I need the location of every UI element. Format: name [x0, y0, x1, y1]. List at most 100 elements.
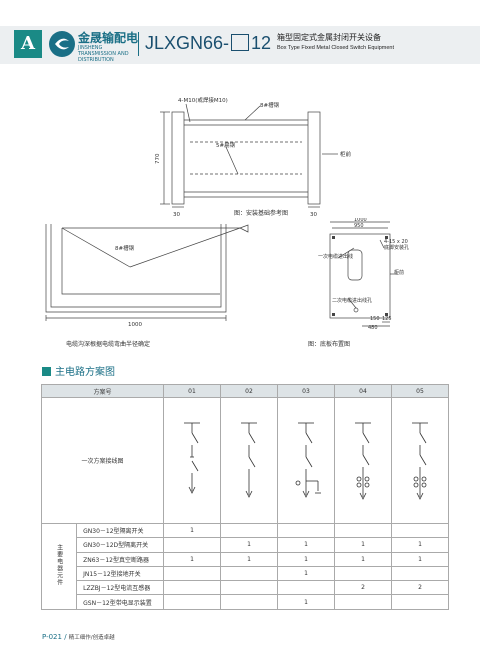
product-title: 箱型固定式金属封闭开关设备	[277, 33, 381, 42]
label-secondary: 二次电缆进出线孔	[332, 297, 372, 304]
label-holes: 4-15 x 20	[384, 239, 408, 245]
diagram-05	[391, 397, 449, 524]
model-number: JLXGN66-12	[145, 33, 272, 53]
row-name: LZZBJ－12型电流互感器	[76, 580, 164, 596]
diagram-01	[163, 397, 221, 524]
table-cell	[220, 522, 278, 539]
table-cell: 1	[163, 551, 221, 567]
section-title: 主电路方案图	[42, 363, 115, 378]
dim-30a: 30	[173, 212, 180, 218]
table-cell: 1	[220, 537, 278, 553]
row-name: GN30－12型隔离开关	[76, 522, 164, 539]
table-cell	[220, 594, 278, 610]
product-title-en: Box Type Fixed Metal Closed Switch Equip…	[277, 45, 394, 51]
diagram-row-label: 一次方案接线图	[41, 397, 164, 524]
table-cell	[277, 580, 335, 596]
floor-plan-drawing: 1000 950 4-15 x 20 底脚安装孔 一次电缆进出线 柜前 二次电缆…	[318, 218, 409, 330]
section-marker-icon	[42, 367, 51, 376]
header-separator	[138, 32, 139, 56]
table-cell: 1	[334, 537, 392, 553]
model-placeholder-box	[231, 34, 250, 51]
category-label: 主要电器元件	[55, 544, 63, 587]
table-cell: 2	[391, 580, 449, 596]
page-header: A 金晟输配电 JINSHENG TRANSMISSION AND DISTRI…	[0, 0, 480, 70]
row-name: GSN－12型带电显示装置	[76, 594, 164, 610]
category-cell: 主要电器元件	[40, 523, 78, 610]
table-cell: 1	[391, 537, 449, 553]
table-cell	[163, 580, 221, 596]
table-cell: 1	[163, 522, 221, 539]
table-cell	[163, 565, 221, 582]
cable-trench-drawing: 8#槽钢 1000	[45, 224, 249, 327]
col-01: 01	[163, 384, 221, 398]
table-cell	[277, 522, 335, 539]
diagram-row: 一次方案接线图	[41, 397, 449, 524]
table-cell	[163, 594, 221, 610]
section-letter: A	[14, 30, 42, 58]
table-cell: 1	[277, 537, 335, 553]
circuit-03-icon	[295, 422, 321, 498]
table-cell: 1	[334, 551, 392, 567]
table-cell: 1	[220, 551, 278, 567]
foundation-drawing: 4-M10(或焊接M10) 8#槽钢 5#扁钢 柜前 770 30 30	[155, 96, 352, 218]
col-04: 04	[334, 384, 392, 398]
col-02: 02	[220, 384, 278, 398]
table-cell: 1	[277, 565, 335, 582]
cable-label: 8#槽钢	[115, 244, 135, 252]
table-row: GSN－12型带电显示装置 1	[42, 594, 449, 610]
label-bolt: 4-M10(或焊接M10)	[178, 96, 228, 104]
dim-125: 125	[382, 316, 392, 322]
col-03: 03	[277, 384, 335, 398]
table-cell: 2	[334, 580, 392, 596]
label-front: 柜前	[340, 150, 352, 158]
table-cell: 1	[391, 551, 449, 567]
footer-slogan: 精工细作/创造卓越	[68, 635, 115, 641]
header-band	[0, 26, 480, 64]
label-flat-steel: 5#扁钢	[216, 141, 236, 149]
row-name: ZN63－12型真空断路器	[76, 551, 164, 567]
row-name: JN15－12型接地开关	[76, 565, 164, 582]
label-front: 柜前	[394, 269, 404, 276]
dim-30b: 30	[310, 212, 317, 218]
table-cell	[334, 565, 392, 582]
table-cell: 1	[277, 551, 335, 567]
diagram-04	[334, 397, 392, 524]
brand-logo-icon	[49, 31, 75, 57]
diagram-03	[277, 397, 335, 524]
page-footer: P-021 / 精工细作/创造卓越	[42, 633, 115, 641]
table-cell	[334, 522, 392, 539]
table-cell	[391, 565, 449, 582]
dim-950: 950	[354, 223, 364, 229]
table-cell	[391, 594, 449, 610]
table-cell: 1	[277, 594, 335, 610]
circuit-02-icon	[241, 422, 257, 498]
col-05: 05	[391, 384, 449, 398]
circuit-04-icon	[355, 422, 371, 500]
scheme-table: 方案号 01 02 03 04 05 一次方案接线图 主要电器元件 GN30－1…	[40, 384, 449, 610]
brand-name: 金晟输配电	[78, 31, 139, 45]
row-name: GN30－12D型隔离开关	[76, 537, 164, 553]
header-label: 方案号	[41, 384, 164, 398]
dim-480: 480	[368, 325, 378, 330]
table-row: 主要电器元件 GN30－12型隔离开关 1	[40, 522, 449, 610]
label-channel: 8#槽钢	[260, 101, 280, 109]
cable-dim: 1000	[128, 322, 142, 327]
diagram-02	[220, 397, 278, 524]
page-number: P-021	[42, 633, 62, 641]
table-cell	[220, 565, 278, 582]
dim-150: 150	[370, 316, 380, 322]
table-header-row: 方案号 01 02 03 04 05	[41, 384, 449, 398]
dim-770: 770	[155, 153, 161, 164]
foundation-caption: 图：安装基础参考图	[234, 210, 289, 217]
table-cell	[391, 522, 449, 539]
table-cell	[220, 580, 278, 596]
table-cell	[334, 594, 392, 610]
cable-caption: 电缆沟深根据电缆弯曲半径确定	[66, 341, 151, 348]
table-row: JN15－12型接地开关 1	[42, 565, 449, 582]
brand-name-en: JINSHENG TRANSMISSION AND DISTRIBUTION	[78, 45, 129, 63]
circuit-05-icon	[412, 422, 428, 500]
table-cell	[163, 537, 221, 553]
